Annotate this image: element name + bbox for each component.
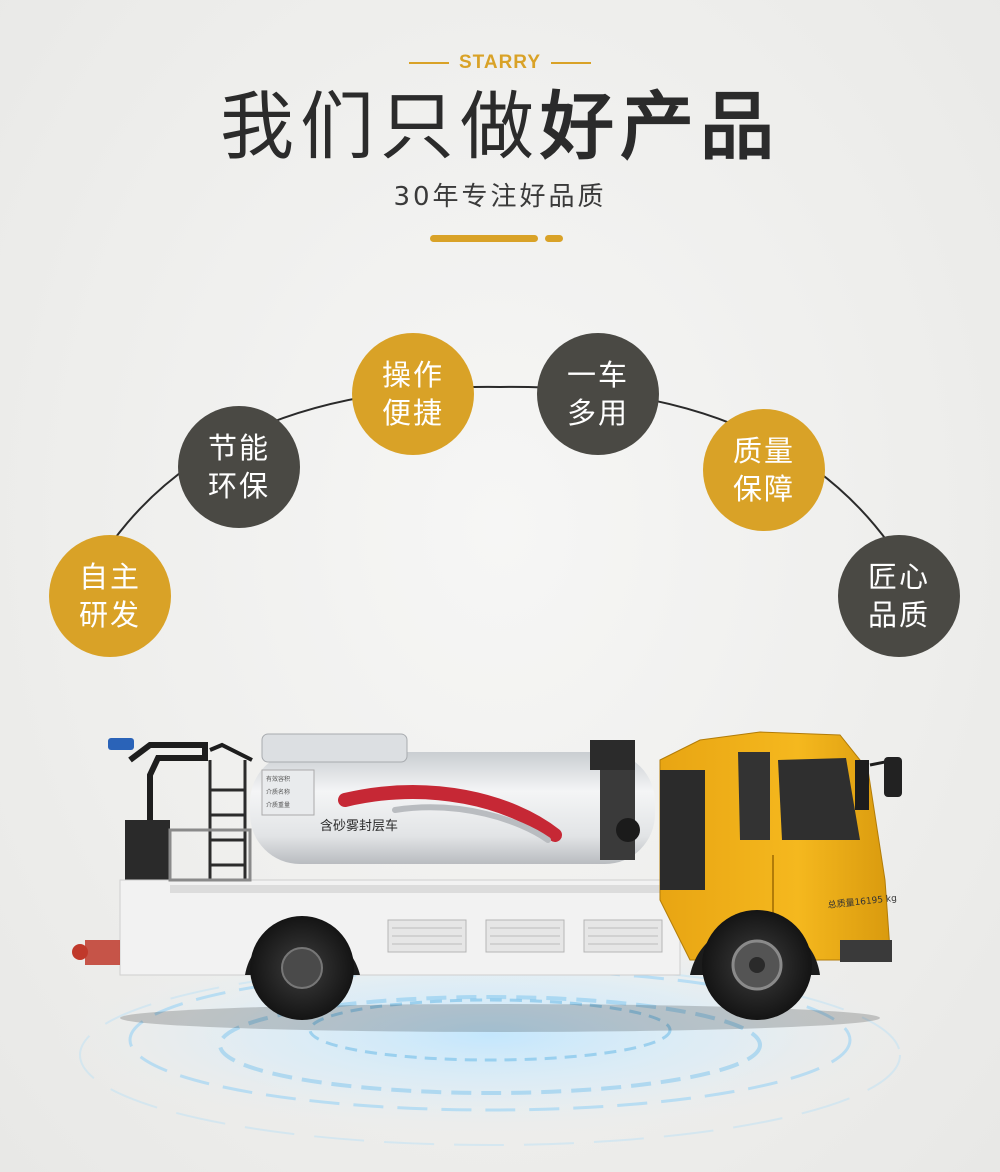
feature-easy: 操作 便捷 — [352, 333, 474, 455]
feature-multi-line2: 多用 — [566, 396, 629, 430]
accent-dot — [545, 235, 563, 242]
feature-craft-line2: 品质 — [867, 598, 930, 632]
feature-rnd-line1: 自主 — [78, 560, 141, 594]
truck-cab: 总质量16195 kg — [659, 731, 902, 962]
feature-craft-line1: 匠心 — [867, 560, 930, 594]
feature-easy-line2: 便捷 — [381, 396, 444, 430]
feature-easy-line1: 操作 — [381, 358, 444, 392]
feature-quality: 质量 保障 — [703, 409, 825, 531]
tank-plate: 有效容积 介质名称 介质重量 — [266, 775, 290, 809]
brand-text: STARRY — [459, 52, 541, 73]
plate-line: 有效容积 — [266, 775, 290, 783]
brand-line-left — [409, 62, 449, 64]
feature-multi-line1: 一车 — [566, 358, 629, 392]
tank-label: 含砂雾封层车 — [320, 818, 398, 834]
truck-illustration: 有效容积 介质名称 介质重量 含砂雾封层车 总质量16195 kg — [50, 731, 930, 1146]
headline: 我们只做好产品 — [0, 82, 1000, 172]
feature-multi: 一车 多用 — [537, 333, 659, 455]
headline-light: 我们只做 — [220, 84, 540, 170]
feature-craft: 匠心 品质 — [838, 535, 960, 657]
feature-eco-line1: 节能 — [207, 431, 270, 465]
accent-bar — [430, 235, 538, 242]
feature-rnd-line2: 研发 — [78, 598, 141, 632]
feature-quality-line2: 保障 — [732, 472, 795, 506]
wheels — [245, 910, 820, 1020]
brand-line-right — [551, 62, 591, 64]
plate-line: 介质重量 — [266, 801, 290, 809]
tank: 有效容积 介质名称 介质重量 含砂雾封层车 — [250, 733, 655, 864]
subline: 30年专注好品质 — [393, 182, 607, 212]
plate-line: 介质名称 — [266, 788, 290, 796]
feature-rnd: 自主 研发 — [49, 535, 171, 657]
headline-bold: 好产品 — [540, 84, 780, 170]
rear-frame — [108, 738, 253, 880]
feature-eco: 节能 环保 — [178, 406, 300, 528]
brand-row: STARRY — [0, 52, 1000, 74]
truck-body — [72, 828, 681, 976]
feature-eco-line2: 环保 — [207, 469, 270, 503]
feature-quality-line1: 质量 — [732, 434, 795, 468]
